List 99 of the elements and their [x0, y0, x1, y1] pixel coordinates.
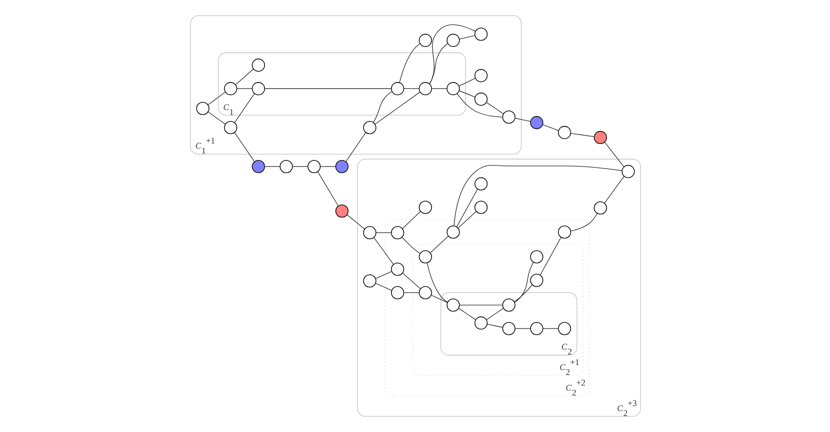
- connector: [264, 166, 280, 167]
- node-circle: [390, 262, 404, 276]
- node-circle: [334, 160, 348, 174]
- connector: [456, 188, 478, 228]
- node-circle: [502, 322, 515, 336]
- connector: [570, 132, 594, 137]
- node-circle: [418, 82, 432, 96]
- node-circle: [251, 160, 265, 174]
- connector: [207, 111, 226, 124]
- node-circle: [224, 120, 237, 134]
- connector: [428, 43, 448, 84]
- node-circle: [279, 160, 292, 174]
- connector: [402, 88, 419, 89]
- node-circle: [557, 226, 571, 239]
- connector: [375, 232, 392, 234]
- connector: [458, 308, 476, 320]
- node-circle: [446, 298, 460, 312]
- node-circle: [390, 286, 404, 300]
- connector: [402, 272, 420, 290]
- connector: [428, 24, 476, 84]
- node-circle: [224, 82, 237, 96]
- connector: [458, 304, 502, 306]
- connector: [264, 88, 392, 89]
- node-circle: [621, 164, 634, 178]
- connector: [234, 68, 254, 86]
- connector: [430, 294, 448, 303]
- connector: [430, 236, 448, 254]
- connector: [345, 132, 366, 162]
- node-circle: [530, 274, 543, 287]
- node-circle: [474, 177, 488, 190]
- connector: [570, 213, 597, 232]
- connector: [207, 92, 226, 106]
- node-circle: [418, 34, 432, 47]
- connector: [539, 237, 561, 276]
- connector: [513, 284, 532, 302]
- node-circle: [593, 201, 606, 215]
- connector: [514, 118, 530, 122]
- node-circle: [502, 110, 515, 124]
- node-circle: [251, 58, 265, 72]
- connector: [402, 211, 420, 230]
- node-circle: [474, 92, 488, 106]
- node-circle: [530, 116, 543, 130]
- connector: [486, 102, 504, 114]
- node-circle: [390, 226, 404, 240]
- connector: [234, 93, 254, 123]
- node-circle: [307, 160, 320, 174]
- node-circle: [418, 250, 432, 264]
- node-circle: [474, 28, 488, 41]
- node-circle: [251, 82, 265, 96]
- connector: [514, 328, 530, 329]
- connector: [456, 93, 502, 118]
- node-circle: [446, 226, 460, 239]
- node-circle: [196, 102, 209, 115]
- connector: [458, 90, 475, 98]
- connector: [402, 292, 419, 294]
- connector: [514, 262, 534, 303]
- connector: [401, 236, 420, 254]
- node-circle: [474, 69, 488, 82]
- node-circle: [593, 130, 606, 144]
- node-circle: [446, 34, 460, 47]
- node-circle: [418, 286, 432, 300]
- node-circle: [530, 250, 543, 264]
- connector: [374, 92, 420, 125]
- node-circle: [418, 200, 432, 214]
- node-circle: [446, 82, 460, 96]
- node-circle: [474, 200, 488, 214]
- connector: [346, 214, 364, 230]
- connector: [604, 176, 624, 204]
- connector: [374, 282, 392, 291]
- node-circle: [530, 322, 543, 336]
- connector: [430, 88, 447, 89]
- connector: [453, 164, 622, 226]
- node-circle: [362, 274, 376, 288]
- connector: [398, 43, 420, 84]
- node-circle: [334, 204, 348, 218]
- node-circle: [557, 322, 571, 336]
- connector: [374, 271, 392, 279]
- connector: [486, 308, 504, 320]
- connector: [542, 124, 558, 131]
- connector: [234, 132, 254, 162]
- connector: [316, 171, 338, 206]
- node-circle: [502, 298, 515, 312]
- connector: [320, 166, 336, 167]
- connector: [426, 262, 448, 303]
- connector: [372, 91, 392, 123]
- connector: [458, 78, 476, 86]
- connector: [458, 35, 475, 40]
- connector: [486, 324, 502, 328]
- connector: [292, 166, 308, 167]
- connector: [604, 142, 624, 168]
- node-circle: [557, 126, 571, 140]
- node-circle: [474, 316, 488, 330]
- connector: [373, 237, 394, 265]
- connector: [542, 328, 558, 329]
- node-circle: [390, 82, 404, 96]
- connector: [457, 211, 476, 228]
- node-circle: [362, 226, 376, 240]
- node-circle: [362, 120, 376, 134]
- connector: [236, 88, 252, 89]
